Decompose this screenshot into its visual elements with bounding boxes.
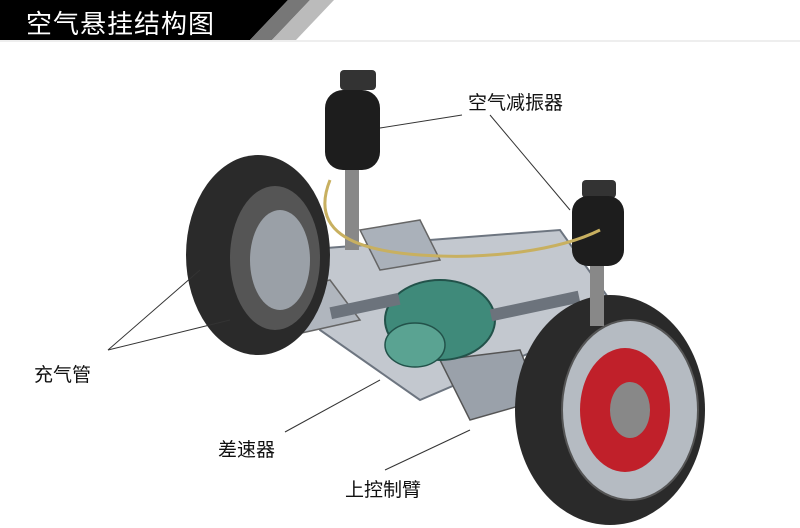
- label-air-pipe: 充气管: [34, 364, 92, 386]
- label-differential: 差速器: [218, 439, 276, 461]
- air-pipe: [323, 179, 601, 258]
- page-title: 空气悬挂结构图: [26, 10, 216, 40]
- left-air-shock: [325, 70, 380, 250]
- left-wheel: [186, 155, 330, 355]
- label-upper-control-arm: 上控制臂: [345, 479, 422, 501]
- leader-lines: [107, 114, 571, 471]
- right-wheel: [515, 295, 705, 525]
- differential-part: [329, 279, 581, 368]
- title-bar: [0, 0, 800, 42]
- label-air-shock: 空气减振器: [468, 92, 564, 114]
